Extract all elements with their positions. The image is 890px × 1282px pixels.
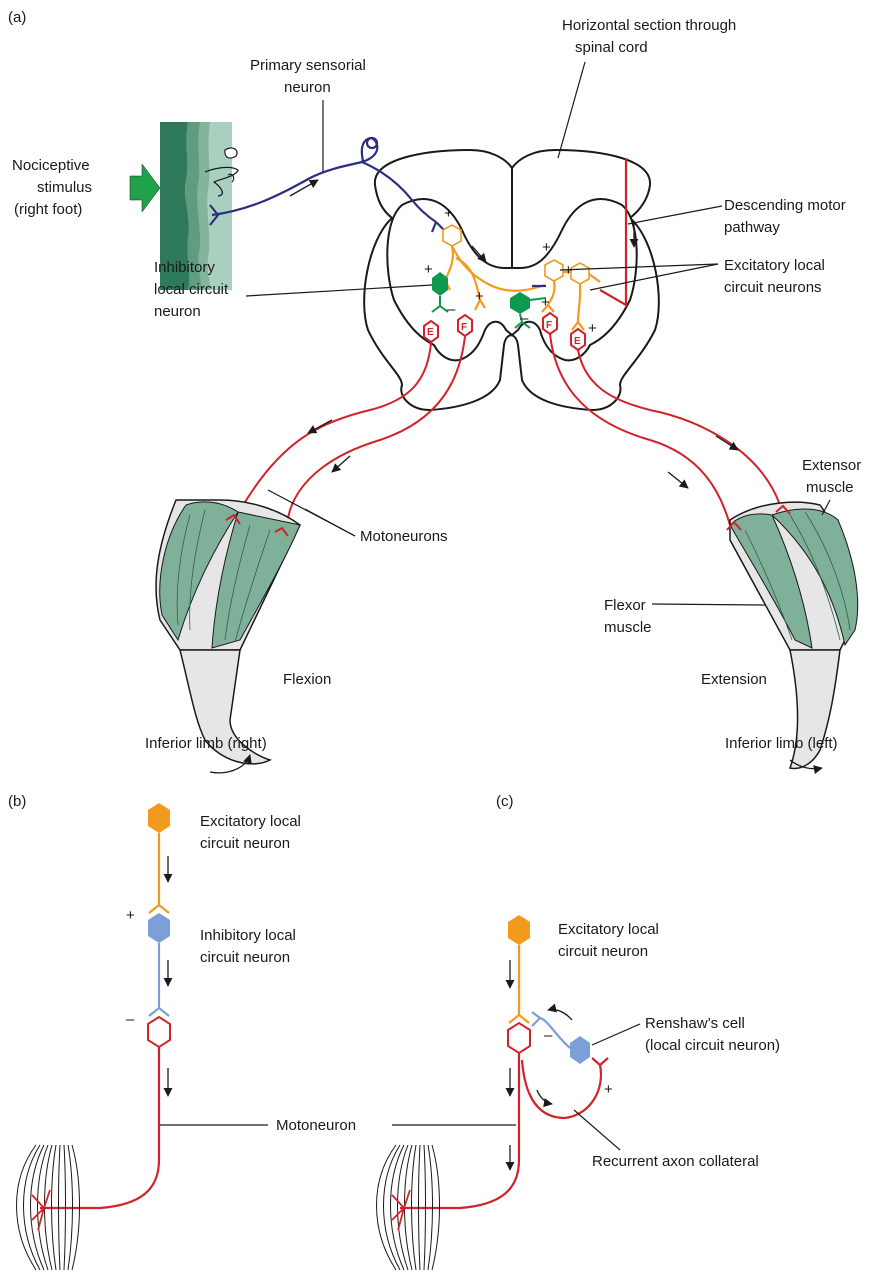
leader-line — [652, 604, 765, 605]
label-extension: Extension — [701, 671, 767, 688]
minus-sign: – — [544, 1027, 553, 1044]
label-descending-motor: pathway — [724, 219, 780, 236]
label-inhibitory-neuron: Inhibitory — [154, 259, 215, 276]
panel-label-c: (c) — [496, 793, 514, 810]
label-inhibitory-neuron: neuron — [154, 303, 201, 320]
label-extensor-muscle: Extensor — [802, 457, 861, 474]
left-inferior-limb — [727, 502, 858, 768]
label-horizontal-section: spinal cord — [575, 39, 648, 56]
motor-direction-arrow — [668, 472, 688, 488]
plus-sign: + — [541, 294, 550, 311]
label-motoneurons: Motoneurons — [360, 528, 448, 545]
plus-sign: + — [444, 205, 453, 222]
right-inferior-limb — [156, 500, 300, 764]
label-primary-sensorial: neuron — [284, 79, 331, 96]
label-flexor-muscle: muscle — [604, 619, 652, 636]
label-b-excitatory: Excitatory local — [200, 813, 301, 830]
label-inferior-limb-left: Inferior limb (left) — [725, 735, 838, 752]
label-recurrent-collateral: Recurrent axon collateral — [592, 1153, 759, 1170]
label-motoneuron: Motoneuron — [276, 1117, 356, 1134]
label-horizontal-section: Horizontal section through — [562, 17, 736, 34]
label-primary-sensorial: Primary sensorial — [250, 57, 366, 74]
label-b-inhibitory: Inhibitory local — [200, 927, 296, 944]
recurrent-arrow — [537, 1090, 552, 1104]
label-extensor-muscle: muscle — [806, 479, 854, 496]
label-descending-motor: Descending motor — [724, 197, 846, 214]
minus-sign: – — [126, 1011, 135, 1028]
panel-label-b: (b) — [8, 793, 26, 810]
flexor-motoneuron-letter: F — [461, 322, 467, 333]
label-nociceptive: stimulus — [37, 179, 92, 196]
spinal-cord-section — [364, 150, 659, 410]
plus-sign: + — [424, 261, 433, 278]
extensor-motoneuron-letter: E — [574, 336, 581, 347]
motor-direction-arrow — [308, 420, 332, 433]
plus-sign: + — [564, 262, 573, 279]
label-inferior-limb-right: Inferior limb (right) — [145, 735, 267, 752]
motor-direction-arrow — [716, 436, 738, 450]
label-nociceptive: Nociceptive — [12, 157, 90, 174]
label-inhibitory-neuron: local circuit — [154, 281, 229, 298]
label-c-excitatory: Excitatory local — [558, 921, 659, 938]
leader-line — [558, 62, 585, 158]
plus-sign: + — [475, 288, 484, 305]
plus-sign: + — [588, 320, 597, 337]
extensor-motoneuron-letter: E — [427, 327, 434, 338]
flexor-motoneuron-letter: F — [546, 320, 552, 331]
plus-sign: + — [126, 907, 135, 924]
recurrent-arrow — [548, 1009, 572, 1020]
leader-line — [592, 1024, 640, 1045]
label-nociceptive: (right foot) — [14, 201, 82, 218]
label-renshaw-cell: (local circuit neuron) — [645, 1037, 780, 1054]
motoneurons-a — [232, 313, 782, 536]
minus-sign: – — [520, 310, 529, 327]
stimulus-arrow — [130, 164, 160, 212]
minus-sign: – — [447, 301, 456, 318]
label-renshaw-cell: Renshaw’s cell — [645, 1015, 745, 1032]
label-c-excitatory: circuit neuron — [558, 943, 648, 960]
label-flexion: Flexion — [283, 671, 331, 688]
label-flexor-muscle: Flexor — [604, 597, 646, 614]
label-excitatory-neurons: circuit neurons — [724, 279, 822, 296]
label-b-inhibitory: circuit neuron — [200, 949, 290, 966]
leader-line — [305, 509, 355, 536]
leader-line — [628, 206, 722, 224]
label-excitatory-neurons: Excitatory local — [724, 257, 825, 274]
label-b-excitatory: circuit neuron — [200, 835, 290, 852]
panel-label-a: (a) — [8, 9, 26, 26]
leader-line — [574, 1110, 620, 1150]
plus-sign: + — [542, 239, 551, 256]
plus-sign: + — [604, 1081, 613, 1098]
